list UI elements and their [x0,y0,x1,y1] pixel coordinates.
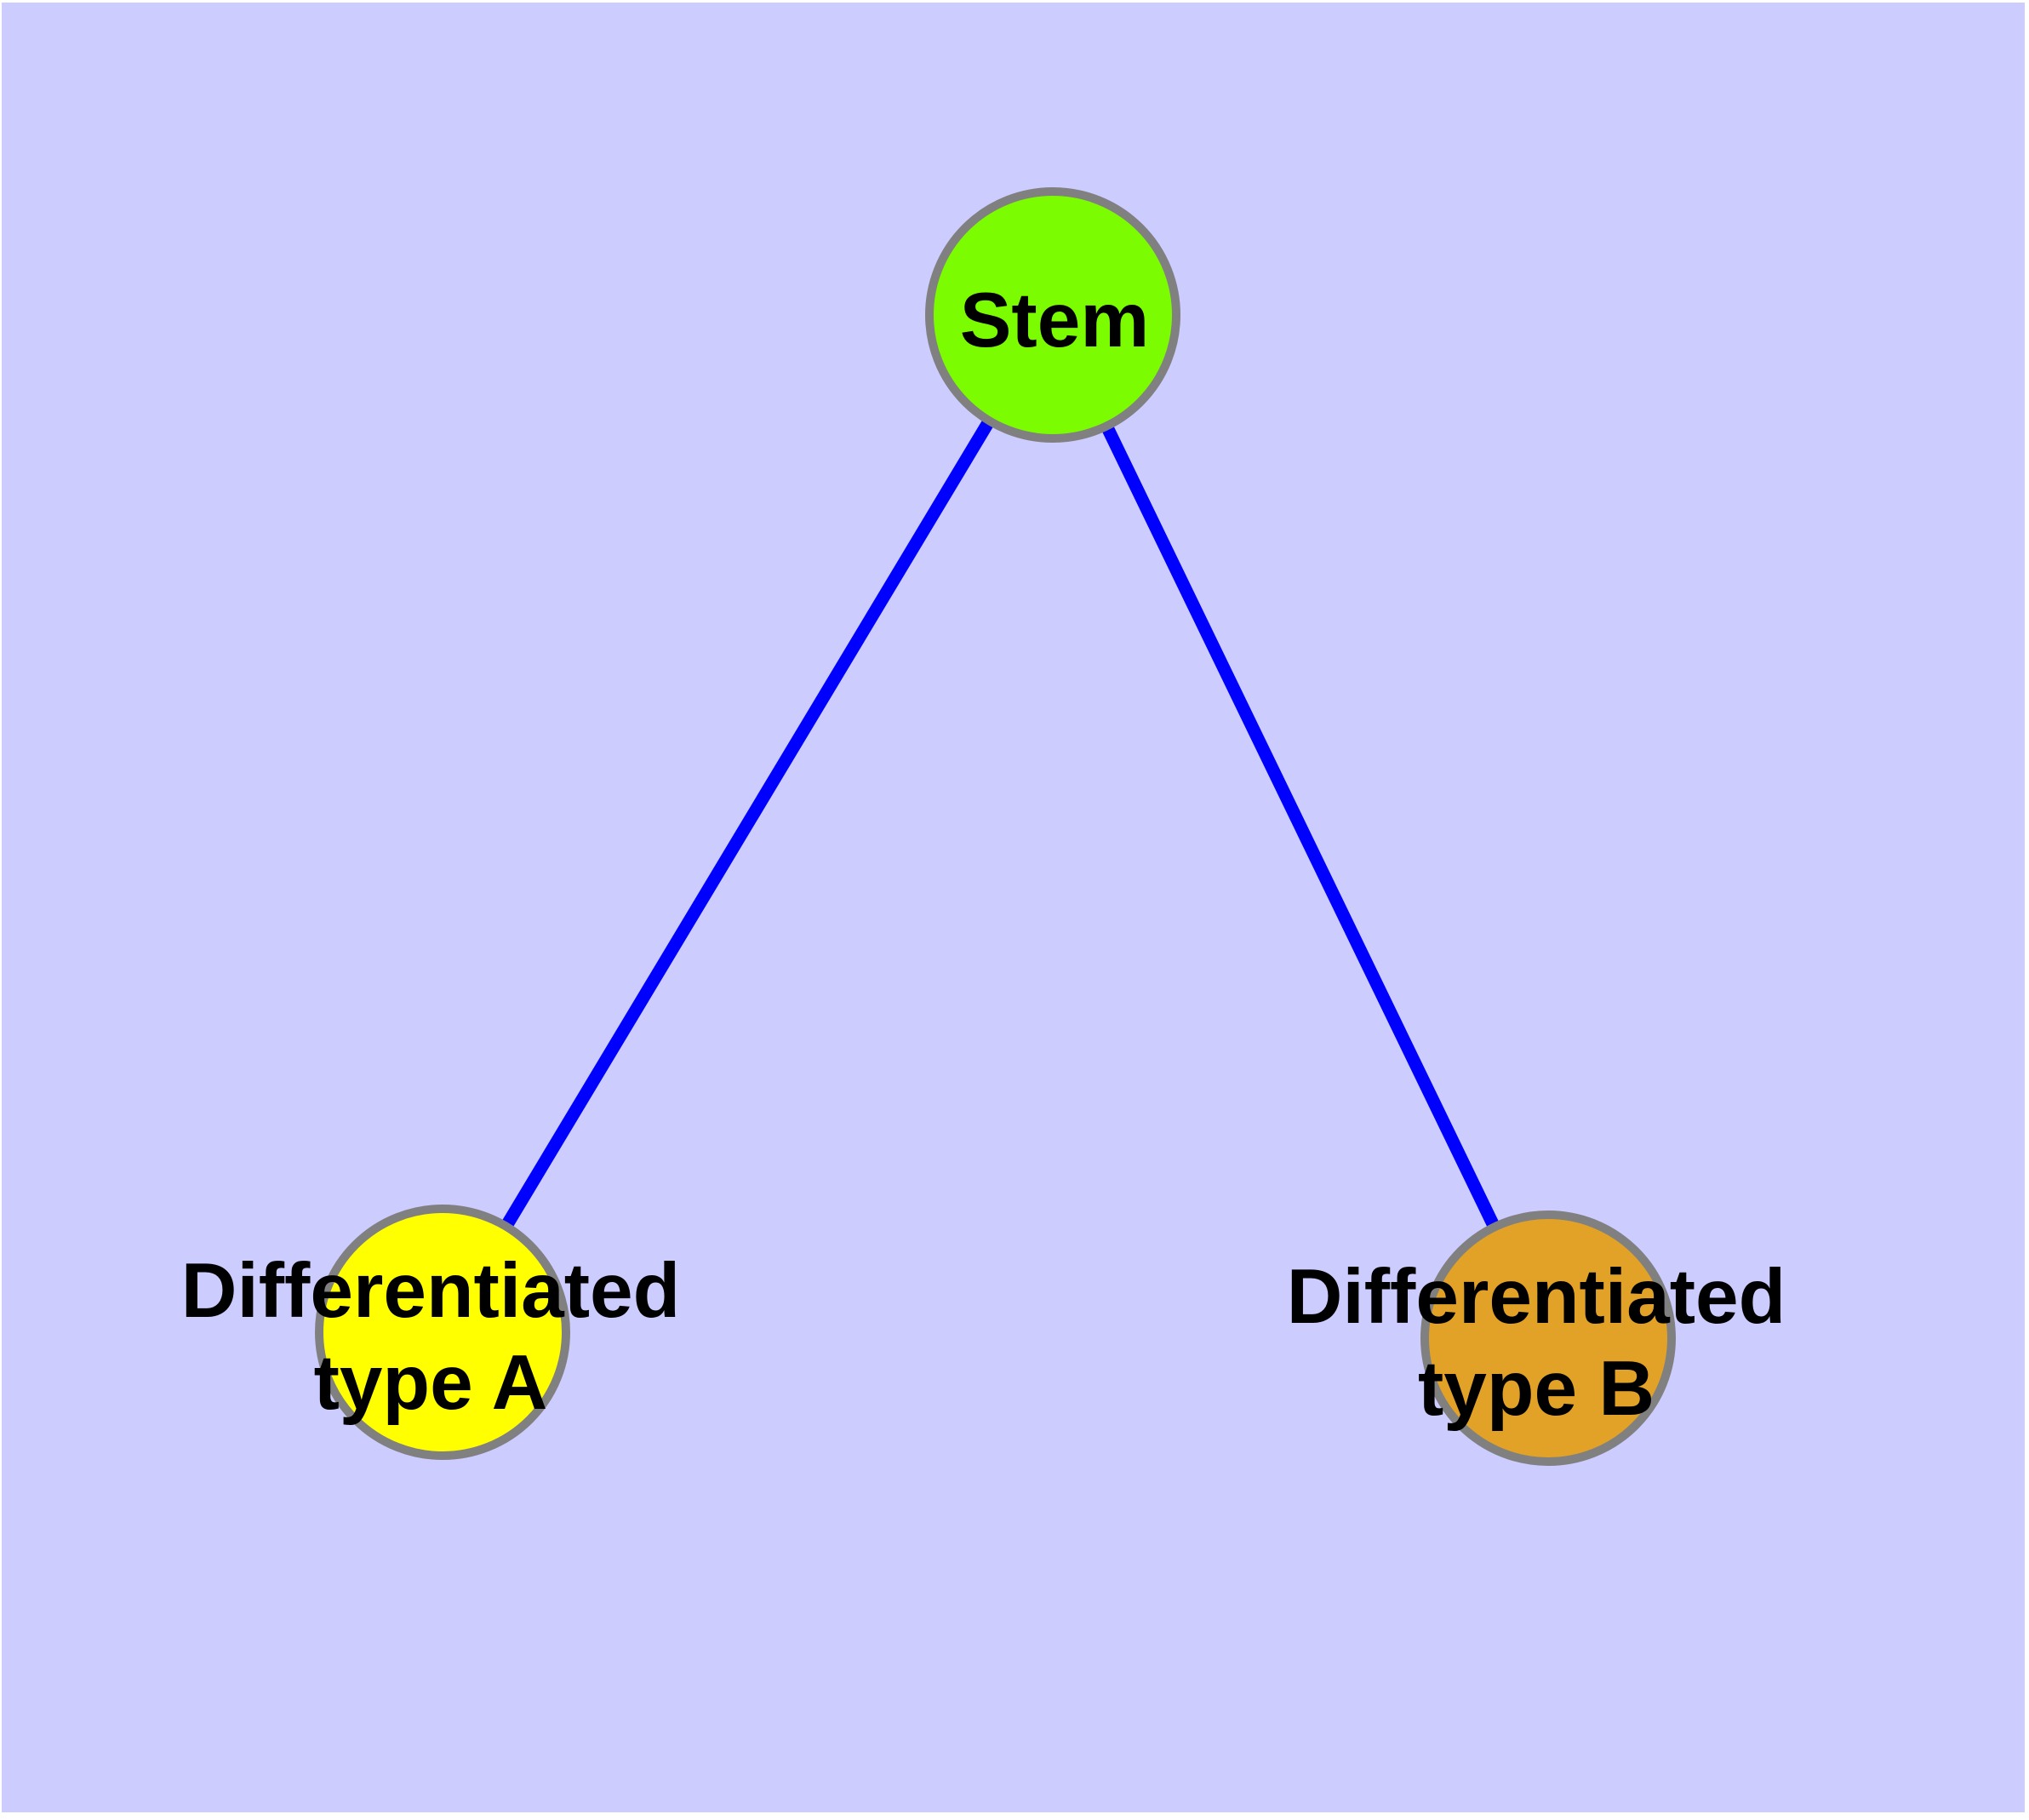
node-type-b-label-line1: Differentiated [1287,1254,1786,1340]
node-type-a-label-line1: Differentiated [181,1248,681,1334]
node-stem-label: Stem [960,278,1150,363]
node-type-b [1420,1210,1676,1466]
node-type-b-label-line2: type B [1418,1346,1655,1432]
edge-stem-to-type-b [1047,312,1554,1342]
node-stem [925,187,1180,443]
edge-stem-to-type-a [437,312,1059,1336]
node-type-a-label-line2: type A [314,1340,548,1426]
node-type-a [315,1205,570,1460]
